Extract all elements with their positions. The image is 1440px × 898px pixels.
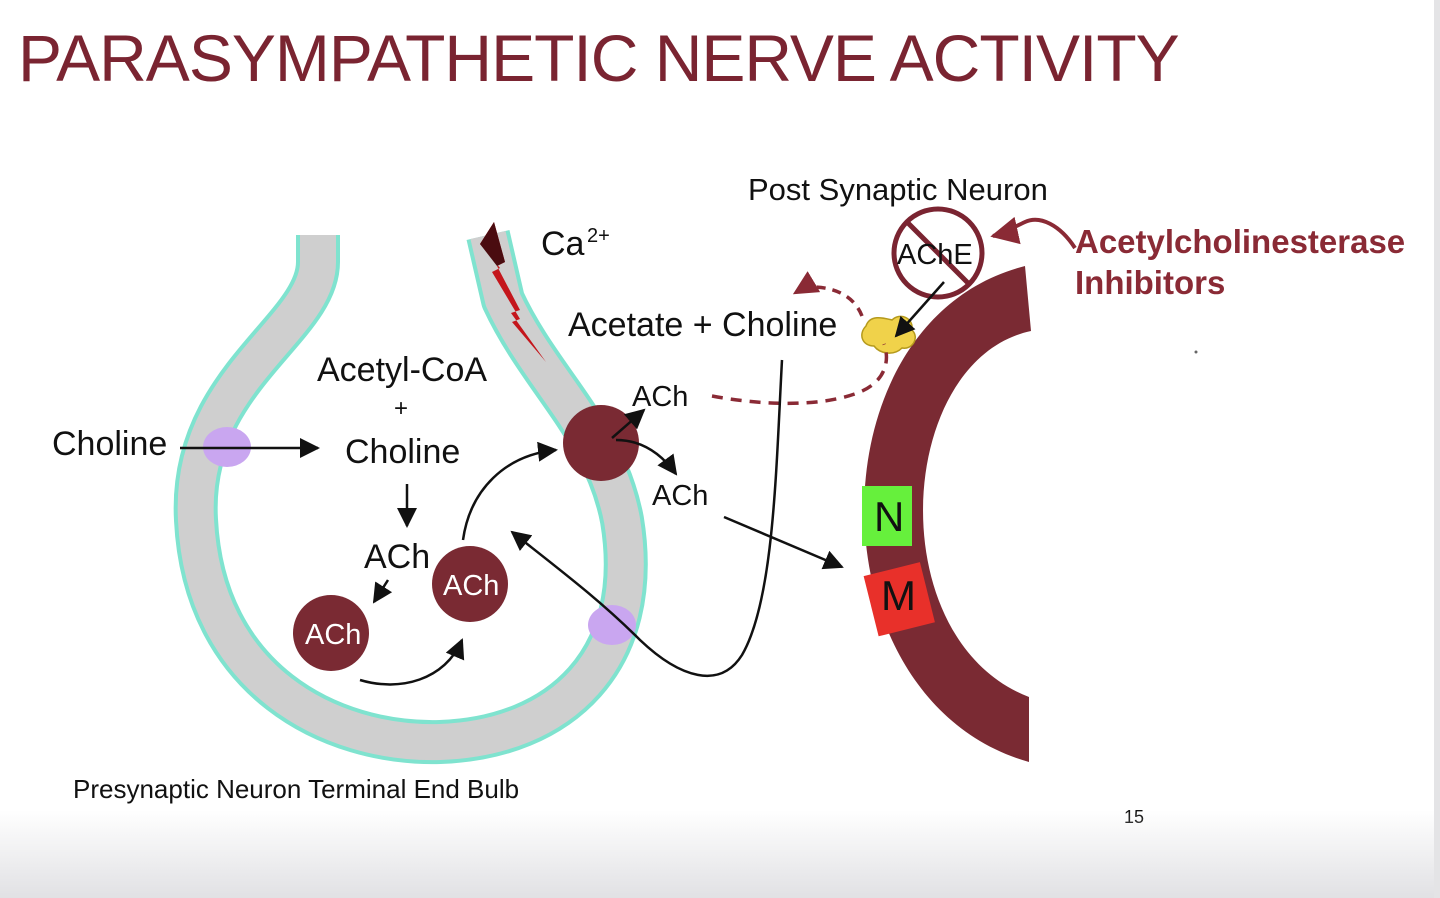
ach-vesicle-lower-label: ACh: [305, 619, 361, 651]
choline-reuptake-arrow: [510, 359, 784, 678]
enzyme-label: AChE: [897, 239, 973, 271]
docked-vesicle: [563, 405, 639, 481]
enzyme-to-blob-arrow: [894, 281, 945, 338]
ach-released-upper-label: ACh: [632, 381, 688, 413]
plus-sign: +: [394, 395, 408, 422]
membrane-wall: [177, 230, 644, 761]
lightning-bolt-icon: [480, 222, 546, 362]
slide-title: PARASYMPATHETIC NERVE ACTIVITY: [18, 21, 1180, 95]
ach-vesicle-upper-label: ACh: [443, 570, 499, 602]
inhibitor-label-line1: Acetylcholinesterase: [1075, 223, 1405, 260]
page-number: 15: [1124, 807, 1144, 827]
dashed-products-path: [792, 271, 864, 317]
nicotinic-receptor-label: N: [874, 493, 904, 540]
caption: Presynaptic Neuron Terminal End Bulb: [73, 774, 519, 804]
choline-transporter-right: [588, 605, 636, 645]
vesicle-move-arrow-lower: [359, 638, 465, 686]
choline-precursor-label: Choline: [345, 433, 460, 471]
inhibitor-label-line2: Inhibitors: [1075, 264, 1225, 301]
release-arrow-upper: [611, 408, 646, 439]
calcium-charge: 2+: [587, 225, 610, 247]
release-arrow-lower: [615, 438, 678, 476]
inhibitor-arrow: [990, 216, 1077, 250]
dashed-breakdown-path: [711, 343, 889, 406]
muscarinic-receptor: [863, 562, 935, 637]
nicotinic-receptor: [862, 486, 912, 546]
acetyl-coa-label: Acetyl-CoA: [317, 351, 487, 389]
breakdown-products-label: Acetate + Choline: [568, 306, 837, 344]
stray-dot: [1194, 350, 1198, 354]
calcium-label: Ca: [541, 225, 585, 263]
presynaptic-terminal: [173, 230, 648, 765]
storage-arrow: [372, 579, 393, 604]
ach-vesicle-upper: [432, 546, 508, 622]
ach-synthesized-label: ACh: [364, 538, 430, 576]
choline-uptake-label: Choline: [52, 425, 167, 463]
prohibition-icon: [891, 206, 985, 300]
post-synaptic-label: Post Synaptic Neuron: [748, 172, 1048, 207]
ach-released-lower-label: ACh: [652, 480, 708, 512]
vesicle-move-arrow-upper: [461, 441, 558, 541]
ach-vesicle-lower: [293, 595, 369, 671]
muscarinic-receptor-label: M: [881, 572, 916, 619]
right-edge-strip: [1434, 0, 1440, 898]
binding-arrow: [723, 515, 844, 570]
post-synaptic-neuron: [864, 266, 1031, 762]
